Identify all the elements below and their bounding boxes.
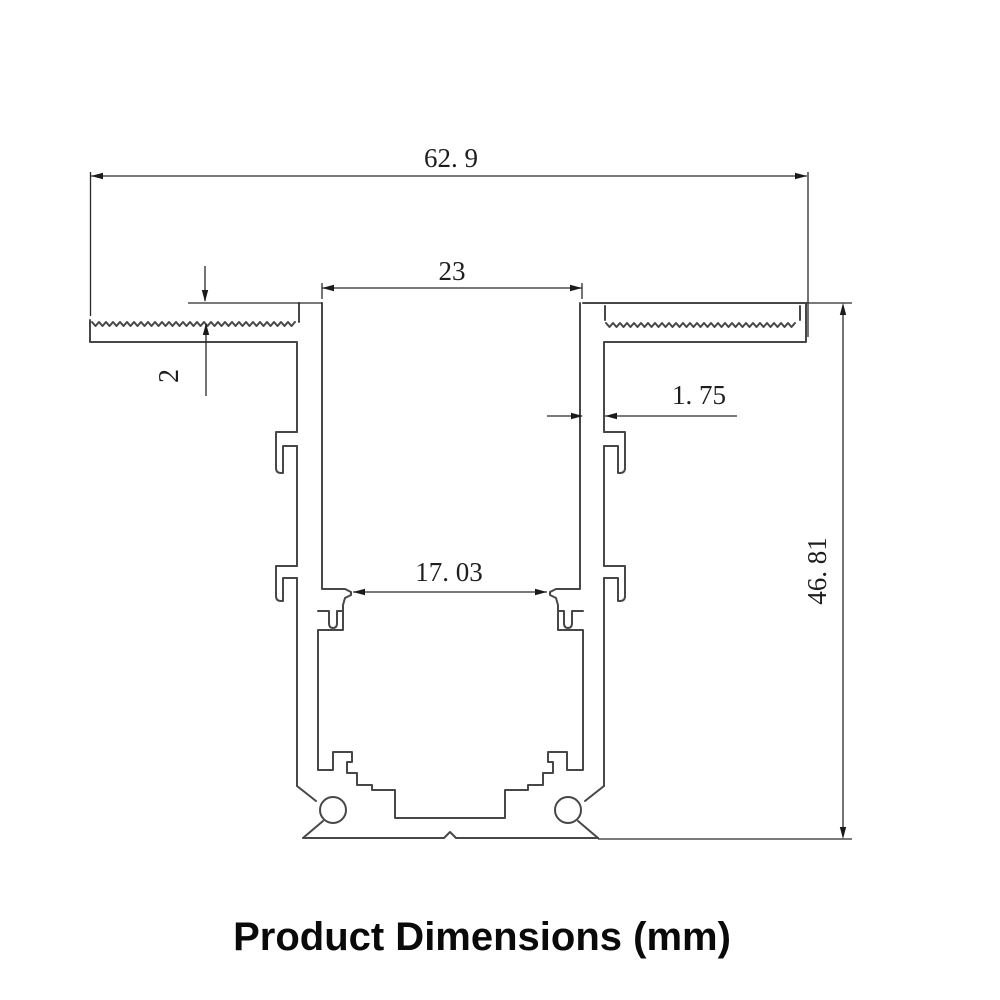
dimension-arrowhead: [571, 412, 583, 420]
profile-edge: [302, 820, 324, 839]
profile-edge: [302, 831, 599, 839]
dimension-label: 62. 9: [424, 143, 478, 173]
profile-edge: [275, 431, 298, 474]
profile-edge: [603, 302, 807, 433]
dimension-arrowhead: [570, 284, 582, 292]
dimensions-layer: [89, 172, 852, 840]
dimension-arrowhead: [795, 172, 807, 180]
serration-zigzag: [605, 322, 796, 328]
dimension-label: 2: [154, 369, 185, 383]
dimension-arrowhead: [605, 412, 617, 420]
profile-outline-layer: [89, 302, 807, 839]
dimension-arrowhead: [322, 284, 334, 292]
screw-boss-circle: [554, 796, 582, 824]
dimension-label: 1. 75: [672, 380, 726, 410]
profile-edge: [584, 785, 605, 802]
profile-edge: [603, 565, 626, 602]
dimension-arrowhead: [839, 303, 847, 315]
profile-edge: [317, 610, 344, 629]
dimension-label: 17. 03: [415, 557, 483, 587]
serration-zigzag: [91, 321, 296, 327]
dimension-arrowhead: [201, 290, 209, 302]
profile-edge: [296, 785, 317, 802]
profile-edge: [89, 319, 298, 433]
profile-edge: [557, 610, 584, 629]
dimension-arrowhead: [535, 588, 547, 596]
profile-edge: [603, 431, 626, 474]
dimension-arrowhead: [91, 172, 103, 180]
page-title: Product Dimensions (mm): [233, 915, 731, 959]
profile-edge: [317, 302, 584, 819]
dimension-arrowhead: [353, 588, 365, 596]
dimension-label: 23: [439, 256, 466, 286]
dimension-arrowhead: [839, 827, 847, 839]
dimension-label: 46. 81: [802, 537, 832, 605]
profile-edge: [275, 565, 298, 602]
dimension-labels-layer: 62. 9 23 2 1. 75 17. 03 46. 81: [154, 143, 832, 605]
profile-edge: [577, 820, 599, 839]
dimension-arrowhead: [202, 323, 210, 335]
screw-boss-circle: [319, 796, 347, 824]
